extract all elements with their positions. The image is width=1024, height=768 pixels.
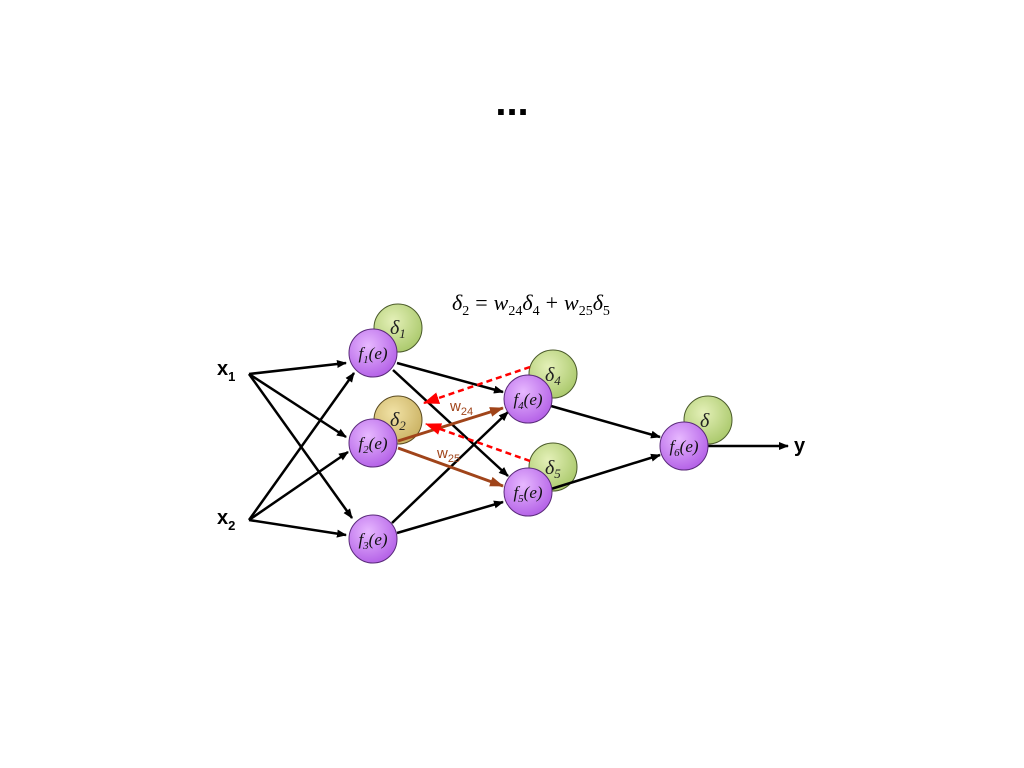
neuron-5: [503, 467, 553, 517]
output-connections: [550, 404, 789, 491]
neuron-6: [659, 421, 709, 471]
backprop-arrow-5: [425, 422, 531, 463]
neuron-2: [348, 418, 398, 468]
weight-arrows: [397, 406, 504, 488]
output-label-y: y: [794, 435, 806, 457]
neuron-label-5: f5(e): [513, 483, 542, 505]
delta-label-4: δ4: [545, 364, 561, 388]
input-label-x1: x1: [217, 358, 235, 384]
weight-label-24: w24: [449, 398, 473, 418]
neurons: [348, 328, 709, 564]
weight-label-25: w25: [436, 445, 460, 465]
neuron-label-2: f2(e): [358, 434, 387, 456]
neuron-4: [503, 374, 553, 424]
delta-label-1: δ1: [390, 317, 406, 341]
delta-label-6: δ: [700, 410, 710, 432]
delta-label-5: δ5: [545, 457, 561, 481]
input-connections: [247, 360, 356, 538]
neuron-3: [348, 514, 398, 564]
weight-arrow-25: [397, 446, 504, 488]
slide-ellipsis: ...: [495, 80, 529, 124]
neuron-label-4: f4(e): [513, 390, 542, 412]
backprop-arrow-4: [423, 365, 531, 405]
input-label-x2: x2: [217, 507, 235, 533]
neuron-label-3: f3(e): [358, 530, 387, 552]
delta-label-2: δ2: [390, 409, 406, 433]
neuron-label-6: f6(e): [669, 437, 698, 459]
weight-arrow-24: [397, 406, 504, 443]
formula: δ2=w24δ4+w25δ5: [452, 290, 610, 319]
backprop-arrows: [423, 365, 531, 463]
neuron-label-1: f1(e): [358, 344, 387, 366]
neuron-1: [348, 328, 398, 378]
